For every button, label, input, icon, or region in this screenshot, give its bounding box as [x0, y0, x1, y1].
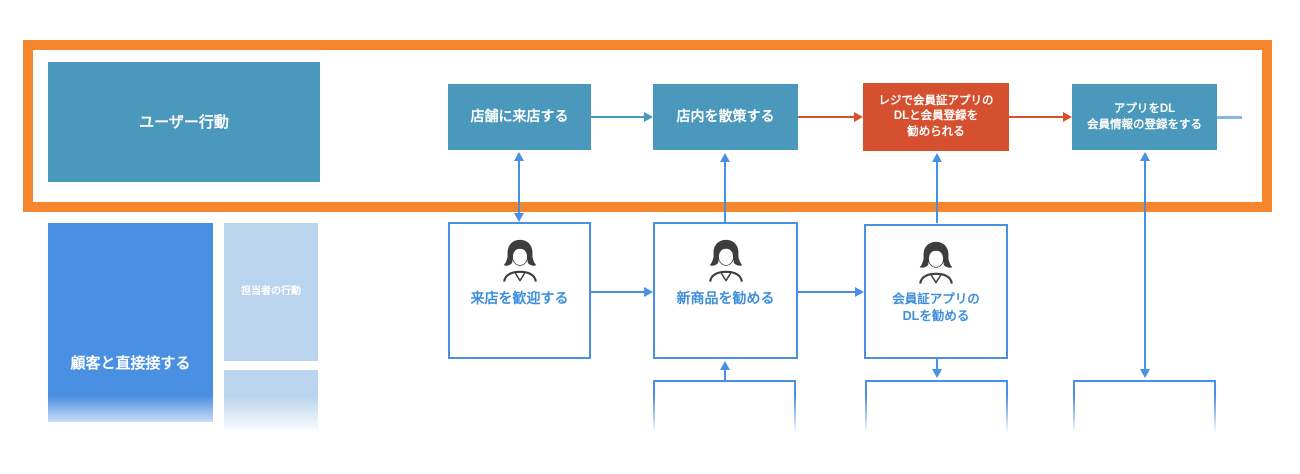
- bottom-box-3: [1073, 380, 1216, 474]
- arrow-recommend-app-up: [936, 161, 938, 223]
- arrow-recommend-products-up: [724, 161, 726, 222]
- user-step-browse-store: 店内を散策する: [653, 84, 798, 150]
- user-step-recommended-app-at-register: レジで会員証アプリの DLと会員登録を 勧められる: [863, 83, 1009, 151]
- bottom-box-2: [865, 380, 1008, 474]
- staff-step-recommend-app-dl: 会員証アプリの DLを勧める: [864, 224, 1008, 359]
- person-icon: [919, 241, 953, 284]
- arrow-recommend-products-to-recommend-app: [798, 291, 855, 293]
- person-icon: [502, 239, 537, 282]
- line-after-download: [1217, 116, 1242, 119]
- staff-step-welcome: 来店を歓迎する: [448, 222, 591, 359]
- user-lane-highlight-frame: [23, 40, 1272, 212]
- staff-step-label: 来店を歓迎する: [470, 290, 569, 306]
- arrow-recommend-app-to-bottom: [936, 359, 938, 370]
- arrow-register-to-download: [1009, 116, 1063, 118]
- bottom-box-1: [653, 380, 796, 474]
- arrow-download-column-both-ways: [1144, 160, 1146, 370]
- staff-lane-label: 顧客と直接接する: [48, 223, 213, 422]
- user-step-download-register: アプリをDL 会員情報の登録をする: [1072, 84, 1217, 150]
- staff-step-recommend-products: 新商品を勧める: [653, 222, 798, 359]
- staff-step-label: 新商品を勧める: [676, 290, 775, 306]
- arrow-visit-to-browse: [591, 116, 644, 118]
- user-lane-label: ユーザー行動: [48, 62, 320, 182]
- arrow-welcome-to-recommend-products: [591, 291, 644, 293]
- arrow-browse-to-register: [798, 116, 854, 118]
- person-icon: [708, 239, 743, 282]
- user-step-visit-store: 店舗に来店する: [448, 84, 591, 150]
- staff-sub-lane-box-2: [224, 370, 318, 450]
- arrow-bottom-to-recommend-products: [724, 369, 726, 380]
- staff-step-label: 会員証アプリの DLを勧める: [892, 292, 980, 323]
- arrow-visit-welcome-both-ways: [518, 160, 520, 214]
- staff-sub-lane-label: 担当者の行動: [224, 223, 318, 361]
